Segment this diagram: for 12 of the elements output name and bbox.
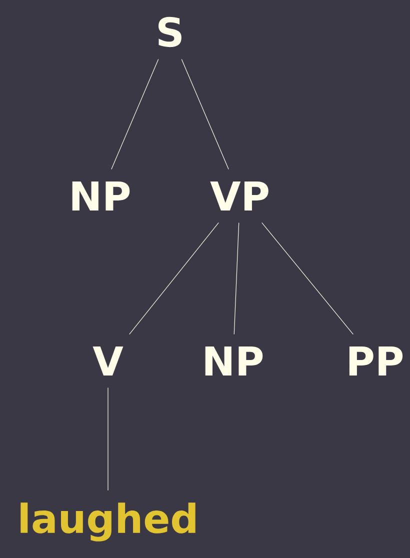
branch-line — [111, 58, 159, 170]
branch-line — [262, 222, 354, 335]
category-label: VP — [210, 181, 268, 211]
branch-line — [129, 222, 219, 335]
category-label: V — [92, 346, 124, 376]
category-label: S — [158, 16, 182, 48]
leaf-word: laughed — [20, 502, 196, 542]
category-label: PP — [349, 346, 403, 376]
category-label: NP — [205, 346, 263, 376]
branch-line — [234, 222, 240, 335]
branch-line — [181, 58, 229, 170]
category-label: NP — [72, 181, 130, 211]
